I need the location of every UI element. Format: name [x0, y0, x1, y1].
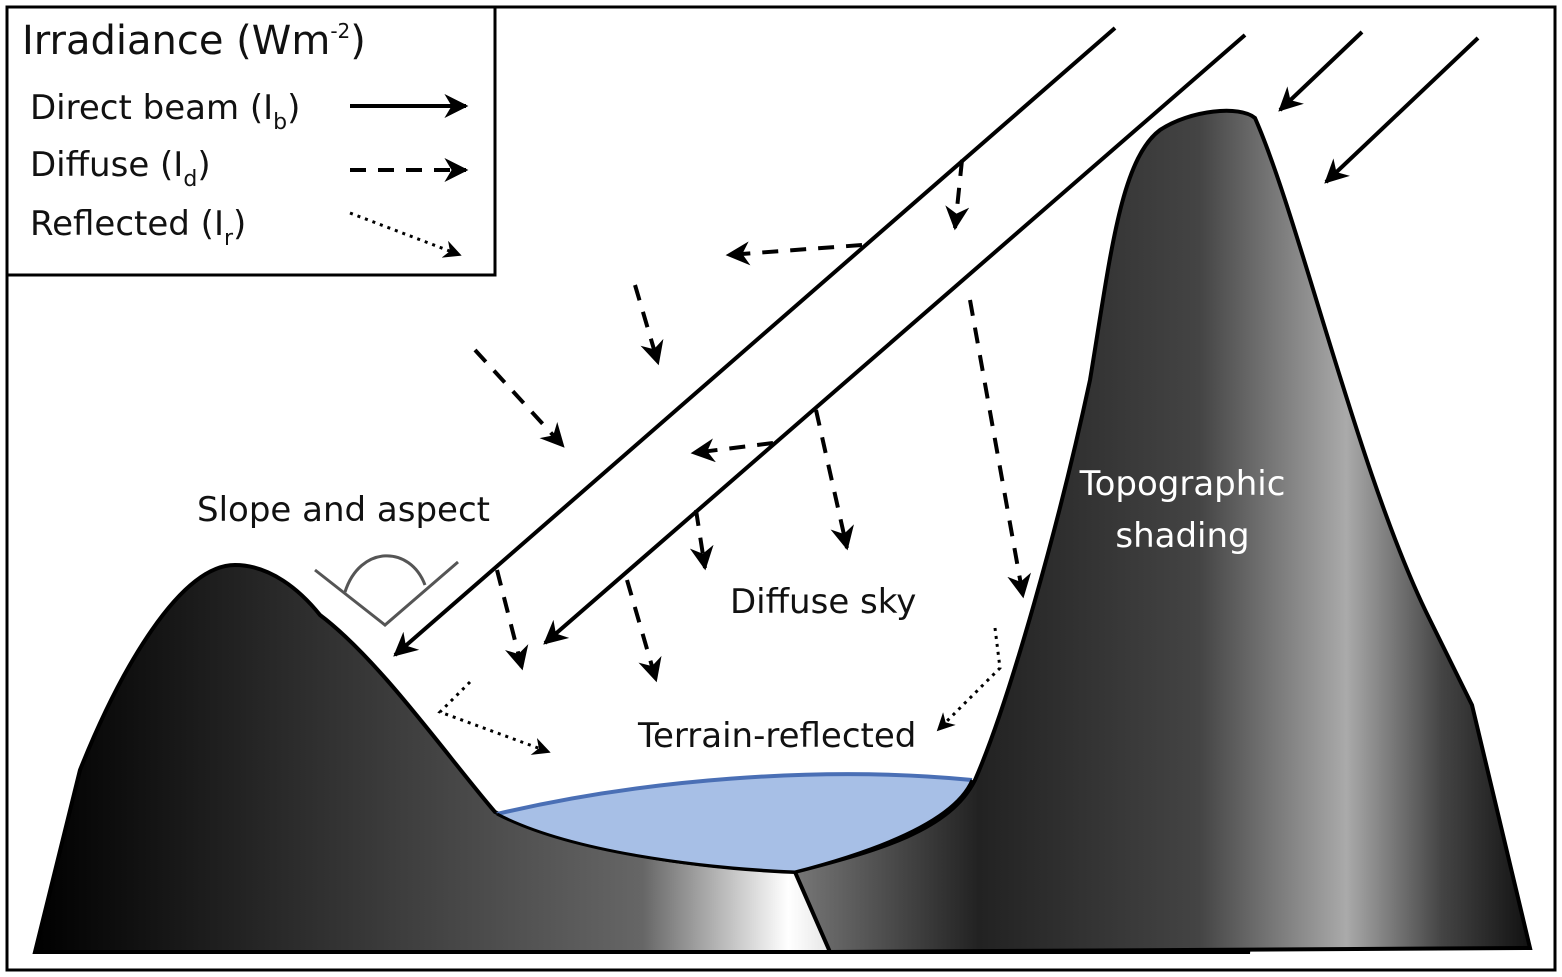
lake	[497, 774, 972, 872]
diffuse-sky-label: Diffuse sky	[730, 582, 917, 622]
outer-frame	[5, 5, 1557, 972]
legend-direct-beam: Direct beam (Ib)	[30, 88, 301, 135]
legend-dotted-line	[349, 211, 462, 258]
topographic-shading-label: Topographic shading	[1079, 464, 1286, 556]
legend-symbols	[349, 94, 469, 258]
lake-bottom-line	[496, 779, 974, 874]
legend-title: Irradiance (Wm-2)	[22, 18, 366, 64]
diffuse-arrows	[473, 159, 1032, 683]
legend-reflected: Reflected (Ir)	[30, 204, 247, 251]
slope-aspect-symbol	[314, 554, 459, 627]
reflected-arrows	[437, 627, 1002, 755]
legend-box	[5, 5, 497, 277]
right-mountain	[792, 108, 1533, 955]
legend-diffuse: Diffuse (Id)	[30, 145, 211, 192]
direct-beams	[393, 26, 1480, 657]
slope-aspect-label: Slope and aspect	[197, 490, 490, 530]
lake-surface-line	[496, 772, 973, 816]
terrain-reflected-label: Terrain-reflected	[638, 716, 917, 756]
